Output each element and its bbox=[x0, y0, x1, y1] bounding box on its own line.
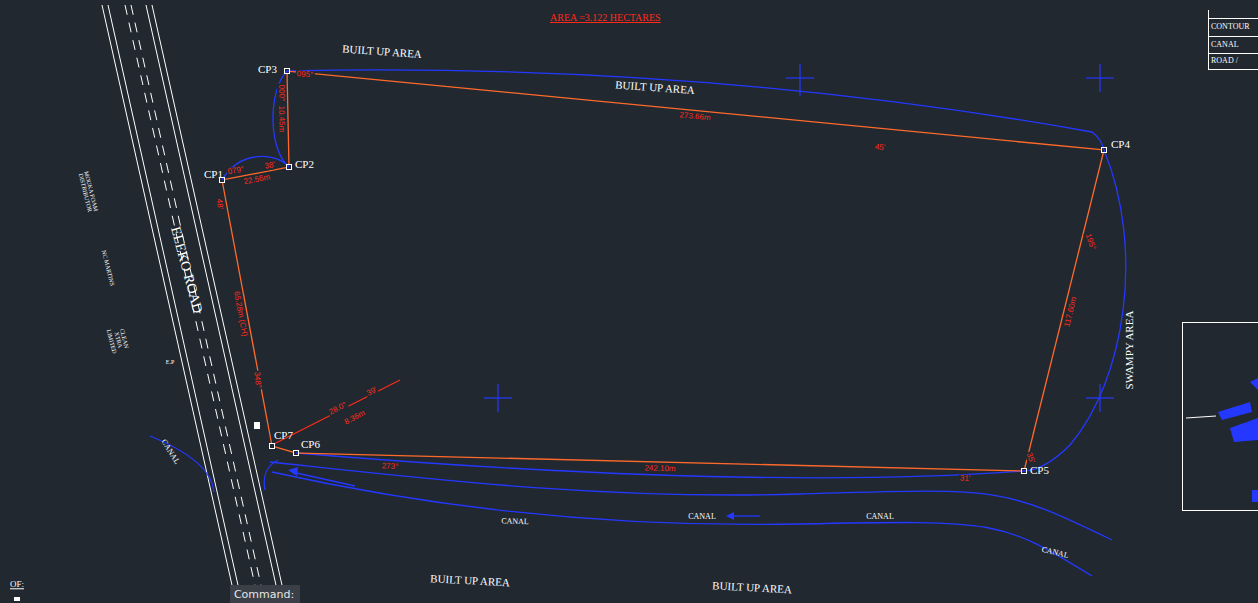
bearing-label: 273° bbox=[381, 462, 400, 471]
boundary-line bbox=[275, 447, 293, 452]
distance-label: 22.56m bbox=[242, 174, 272, 188]
map-label: OF: bbox=[10, 580, 24, 589]
point-label: CP4 bbox=[1111, 138, 1130, 150]
control-point: CP7 bbox=[269, 443, 275, 449]
bearing-label: 195° bbox=[1083, 232, 1097, 252]
legend-entry: CONTOUR bbox=[1211, 22, 1250, 31]
map-label: CANAL bbox=[501, 517, 529, 526]
boundary-line bbox=[223, 183, 272, 443]
control-point: CP4 bbox=[1101, 147, 1107, 153]
bearing-label: 31' bbox=[959, 474, 972, 483]
map-label: ELEKO ROAD bbox=[167, 225, 204, 315]
control-point: CP6 bbox=[293, 450, 299, 456]
bearing-label: 8.36m bbox=[342, 409, 367, 427]
distance-label: 10.45m bbox=[277, 105, 286, 134]
point-label: CP1 bbox=[204, 168, 223, 180]
map-label: BUILT UP AREA bbox=[712, 580, 792, 596]
boundary-line bbox=[1025, 153, 1104, 468]
map-label: BUILT UP AREA bbox=[615, 79, 695, 96]
point-marker bbox=[1021, 468, 1027, 474]
point-label: CP7 bbox=[274, 429, 293, 441]
map-label: BUILT UP AREA bbox=[342, 43, 422, 60]
distance-label: 242.10m bbox=[643, 464, 676, 473]
point-label: CP5 bbox=[1030, 464, 1049, 476]
map-label: CANAL bbox=[1041, 546, 1070, 561]
bearing-label: 35' bbox=[1024, 451, 1036, 466]
bearing-label: 000° bbox=[276, 84, 285, 103]
point-marker bbox=[269, 443, 275, 449]
map-label: MOUKA FOAM DISTRIBUTOR bbox=[76, 166, 100, 218]
control-point: CP2 bbox=[286, 164, 292, 170]
bearing-label: 38' bbox=[263, 161, 277, 172]
distance-label: 273.66m bbox=[678, 112, 712, 124]
distance-label: 65.28m (CH) bbox=[232, 290, 249, 339]
point-marker bbox=[286, 164, 292, 170]
legend-entry: CANAL bbox=[1211, 40, 1239, 49]
map-label: E.P bbox=[166, 359, 175, 365]
bearing-label: 45' bbox=[873, 143, 886, 152]
point-marker bbox=[284, 68, 290, 74]
map-label: Command: bbox=[234, 589, 294, 601]
control-point: CP3 bbox=[284, 68, 290, 74]
point-marker bbox=[293, 450, 299, 456]
bearing-label: 079° bbox=[226, 165, 246, 177]
point-label: CP6 bbox=[301, 438, 320, 450]
map-label: NC MARTINS bbox=[101, 250, 116, 287]
bearing-label: 095° bbox=[295, 70, 314, 80]
bearing-label: 348° bbox=[252, 370, 262, 389]
map-label: BUILT UP AREA bbox=[430, 573, 510, 589]
map-label: SWAMPY AREA bbox=[1124, 311, 1136, 390]
bearing-label: 28.0° bbox=[327, 401, 349, 418]
map-label: CLEAN XTRA LIMITED bbox=[105, 321, 132, 359]
map-label: CANAL bbox=[159, 438, 181, 466]
area-title: AREA =3.122 HECTARES bbox=[550, 13, 661, 24]
bearing-label: 48' bbox=[214, 197, 223, 210]
boundary-line bbox=[290, 71, 1101, 149]
map-label: CANAL bbox=[688, 513, 716, 521]
point-label: CP2 bbox=[295, 158, 314, 170]
point-label: CP3 bbox=[258, 63, 277, 75]
boundary-line bbox=[287, 74, 289, 164]
control-point: CP5 bbox=[1021, 468, 1027, 474]
point-marker bbox=[1101, 147, 1107, 153]
distance-label: 117.60m bbox=[1063, 295, 1079, 329]
legend-entry: ROAD / bbox=[1211, 56, 1238, 65]
bearing-label: 39' bbox=[365, 385, 380, 398]
map-label: CANAL bbox=[866, 513, 894, 521]
control-point: CP1 bbox=[219, 177, 225, 183]
